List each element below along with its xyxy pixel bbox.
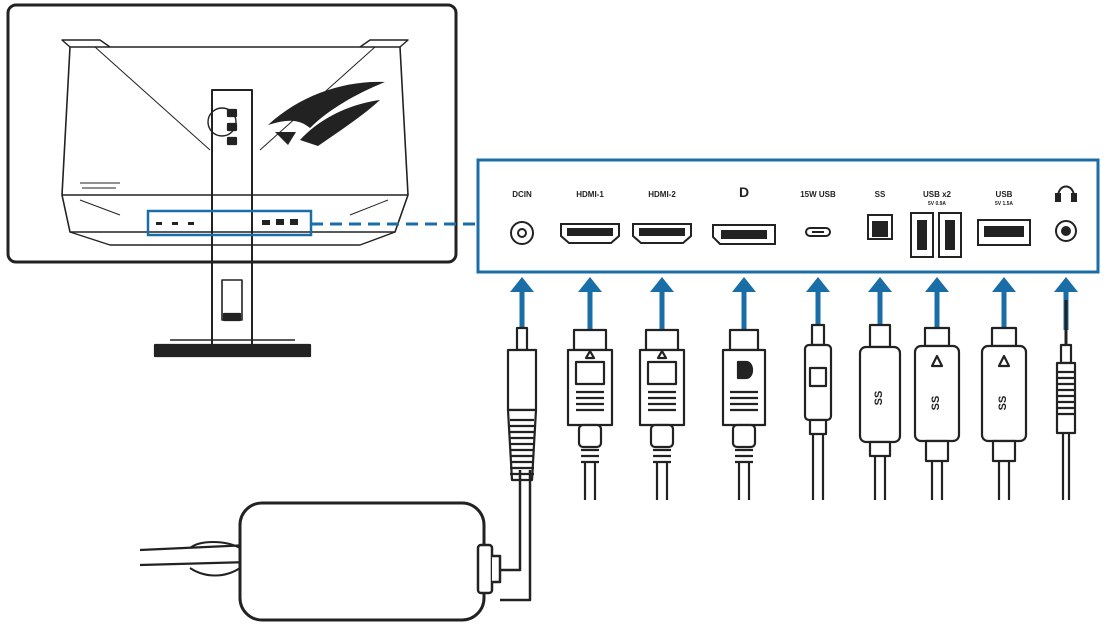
svg-text:SS: SS <box>930 396 942 411</box>
up-arrow-icon <box>510 277 534 330</box>
port-sublabel: 5V 0.9A <box>928 201 946 207</box>
up-arrow-icon <box>806 277 830 330</box>
audio-cable-icon <box>1055 300 1077 500</box>
monitor-rear-view-icon <box>6 3 458 358</box>
usb-c-cable-icon <box>803 323 833 500</box>
headphone-jack-icon <box>1055 185 1077 242</box>
usb-a-dual-port-icon <box>910 212 962 258</box>
port-label: SS <box>875 190 886 199</box>
port-label: USB x2 <box>923 190 952 199</box>
port-label: DCIN <box>512 190 532 199</box>
port-label: D <box>739 184 749 200</box>
usb-b-port-icon <box>867 214 893 240</box>
cables: SS SS SS <box>506 300 1077 500</box>
up-arrow-icon <box>732 277 756 330</box>
brand-logo-icon <box>268 81 385 146</box>
power-adapter-icon <box>139 470 532 622</box>
port-icons <box>510 185 1077 258</box>
port-labels: DCIN HDMI-1 HDMI-2 D 15W USB SS USB x2 5V 0.9A U… <box>512 184 1013 207</box>
port-sublabel: 5V 1.5A <box>995 201 1013 207</box>
up-arrow-icon <box>578 277 602 330</box>
port-label: 15W USB <box>800 190 836 199</box>
dc-in-port-icon <box>510 221 534 245</box>
hdmi-cable-icon <box>638 328 686 500</box>
displayport-cable-icon <box>721 328 767 500</box>
up-arrow-icon <box>992 277 1016 330</box>
usb-a-port-icon <box>977 219 1031 246</box>
hdmi-cable-icon <box>566 328 614 500</box>
usb-a-cable-icon: SS <box>980 326 1028 500</box>
up-arrow-icon <box>868 277 892 330</box>
svg-text:SS: SS <box>873 391 885 406</box>
up-arrow-icon <box>650 277 674 330</box>
arrows <box>510 277 1078 330</box>
displayport-icon <box>712 224 776 245</box>
port-label: HDMI-2 <box>648 190 676 199</box>
hdmi-port-icon <box>632 223 692 244</box>
usb-a-cable-icon: SS <box>913 326 961 500</box>
usb-c-port-icon <box>805 227 831 237</box>
hdmi-port-icon <box>560 223 620 244</box>
svg-text:SS: SS <box>997 396 1009 411</box>
up-arrow-icon <box>925 277 949 330</box>
monitor-mini-ports <box>156 219 298 225</box>
usb-b-cable-icon: SS <box>858 323 902 500</box>
monitor-base <box>153 343 312 358</box>
port-label: USB <box>996 190 1013 199</box>
port-label: HDMI-1 <box>576 190 604 199</box>
port-panel <box>476 158 1100 274</box>
dc-power-plug-icon <box>506 326 538 482</box>
